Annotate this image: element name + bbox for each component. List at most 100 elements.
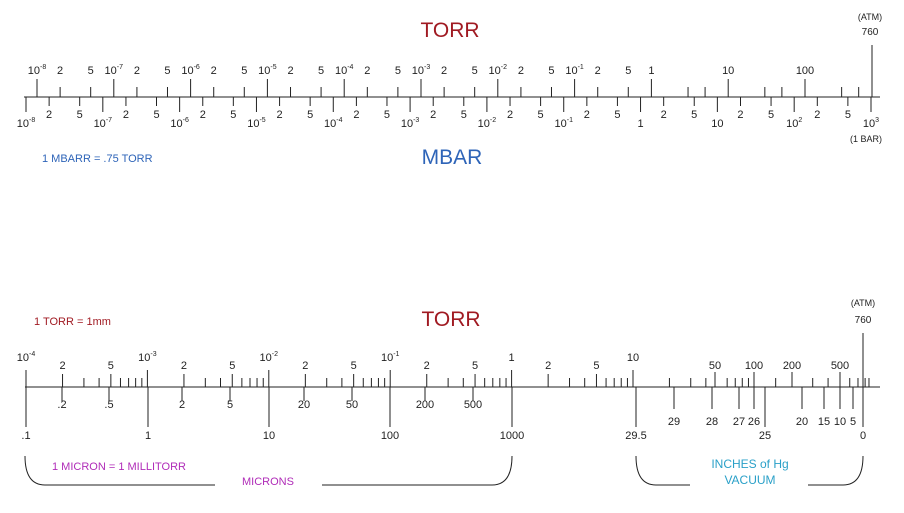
mbar-tick-label: 5 xyxy=(77,109,83,121)
torr-tick-label: 10-3 xyxy=(412,64,431,77)
hg-brace-left xyxy=(635,455,690,486)
torr-tick-label: 5 xyxy=(593,360,599,372)
top-atm-label: (ATM) xyxy=(858,12,882,22)
torr-tick-label: 5 xyxy=(351,360,357,372)
micron-tick-label: 500 xyxy=(464,399,482,411)
torr-tick-label: 2 xyxy=(57,65,63,77)
mbar-tick-label: 10-8 xyxy=(17,117,36,130)
inches-hg-label: INCHES of Hg xyxy=(711,457,788,471)
torr-tick-label: 10-2 xyxy=(260,351,279,364)
hg-tick-label: 28 xyxy=(706,416,718,428)
microns-brace-left xyxy=(24,455,215,486)
bottom-torr-title: TORR xyxy=(421,308,480,331)
torr-tick-label: 10 xyxy=(722,65,734,77)
torr-tick-label: 2 xyxy=(424,360,430,372)
micron-tick-label: 200 xyxy=(416,399,434,411)
hg-tick-label: 10 xyxy=(834,416,846,428)
micron-decade-label: 1000 xyxy=(500,430,524,442)
microns-brace-right xyxy=(322,455,513,486)
hg-major-label: 0 xyxy=(860,430,866,442)
torr-tick-label: 10-8 xyxy=(28,64,47,77)
mbar-tick-label: 5 xyxy=(538,109,544,121)
torr-tick-label: 10-6 xyxy=(181,64,200,77)
mbar-tick-label: 2 xyxy=(46,109,52,121)
mbar-torr-note: 1 MBARR = .75 TORR xyxy=(42,153,153,165)
micron-tick-label: 2 xyxy=(179,399,185,411)
mbar-tick-label: 2 xyxy=(737,109,743,121)
mbar-tick-label: 10-5 xyxy=(247,117,266,130)
mbar-tick-label: 103 xyxy=(863,117,879,130)
mbar-tick-label: 10-7 xyxy=(94,117,113,130)
mbar-tick-label: 2 xyxy=(277,109,283,121)
torr-tick-label: 2 xyxy=(595,65,601,77)
mbar-tick-label: 1 xyxy=(637,118,643,130)
torr-mm-note: 1 TORR = 1mm xyxy=(34,316,111,328)
hg-brace-right xyxy=(808,455,864,486)
micron-tick-label: .5 xyxy=(104,399,113,411)
torr-tick-label: 2 xyxy=(134,65,140,77)
torr-tick-label: 5 xyxy=(318,65,324,77)
torr-tick-label: 2 xyxy=(518,65,524,77)
mbar-tick-label: 2 xyxy=(200,109,206,121)
mbar-tick-label: 5 xyxy=(384,109,390,121)
torr-tick-label: 5 xyxy=(395,65,401,77)
torr-tick-label: 100 xyxy=(745,360,763,372)
torr-tick-label: 5 xyxy=(548,65,554,77)
torr-tick-label: 50 xyxy=(709,360,721,372)
micron-tick-label: .2 xyxy=(57,399,66,411)
bottom-micron-hg-ticks xyxy=(25,387,864,427)
mbar-tick-label: 10-6 xyxy=(170,117,189,130)
torr-tick-label: 500 xyxy=(831,360,849,372)
mbar-tick-label: 5 xyxy=(691,109,697,121)
torr-tick-label: 10-1 xyxy=(565,64,584,77)
torr-tick-label: 5 xyxy=(88,65,94,77)
mbar-tick-label: 5 xyxy=(845,109,851,121)
top-mbar-ticks xyxy=(25,97,872,112)
mbar-tick-label: 102 xyxy=(786,117,802,130)
torr-tick-label: 10-4 xyxy=(335,64,354,77)
mbar-tick-label: 2 xyxy=(353,109,359,121)
torr-tick-label: 5 xyxy=(472,360,478,372)
bottom-atm-label: (ATM) xyxy=(851,298,875,308)
torr-tick-label: 2 xyxy=(302,360,308,372)
mbar-tick-label: 5 xyxy=(461,109,467,121)
mbar-tick-label: 5 xyxy=(614,109,620,121)
torr-tick-label: 5 xyxy=(229,360,235,372)
top-torr-title: TORR xyxy=(420,19,479,42)
top-torr-ticks xyxy=(36,79,860,97)
mbar-tick-label: 5 xyxy=(307,109,313,121)
mbar-tick-label: 10-1 xyxy=(554,117,573,130)
mbar-tick-label: 2 xyxy=(123,109,129,121)
torr-tick-label: 5 xyxy=(164,65,170,77)
mbar-tick-label: 5 xyxy=(768,109,774,121)
microns-label: MICRONS xyxy=(242,476,294,488)
bottom-torr-ticks xyxy=(25,370,870,387)
mbar-tick-label: 2 xyxy=(584,109,590,121)
hg-major-label: 29.5 xyxy=(625,430,646,442)
mbar-tick-label: 2 xyxy=(661,109,667,121)
torr-tick-label: 10-5 xyxy=(258,64,277,77)
torr-tick-label: 200 xyxy=(783,360,801,372)
mbar-tick-label: 10 xyxy=(711,118,723,130)
mbar-tick-label: 10-3 xyxy=(401,117,420,130)
torr-tick-label: 2 xyxy=(59,360,65,372)
micron-millitorr-note: 1 MICRON = 1 MILLITORR xyxy=(52,461,186,473)
mbar-tick-label: 10-4 xyxy=(324,117,343,130)
mbar-tick-label: 5 xyxy=(153,109,159,121)
hg-tick-label: 15 xyxy=(818,416,830,428)
torr-tick-label: 10-1 xyxy=(381,351,400,364)
hg-tick-label: 20 xyxy=(796,416,808,428)
hg-tick-label: 27 xyxy=(733,416,745,428)
torr-tick-label: 5 xyxy=(625,65,631,77)
top-atm-value: 760 xyxy=(862,27,879,38)
micron-tick-label: 5 xyxy=(227,399,233,411)
mbar-tick-label: 2 xyxy=(507,109,513,121)
hg-major-label: 25 xyxy=(759,430,771,442)
mbar-tick-label: 5 xyxy=(230,109,236,121)
